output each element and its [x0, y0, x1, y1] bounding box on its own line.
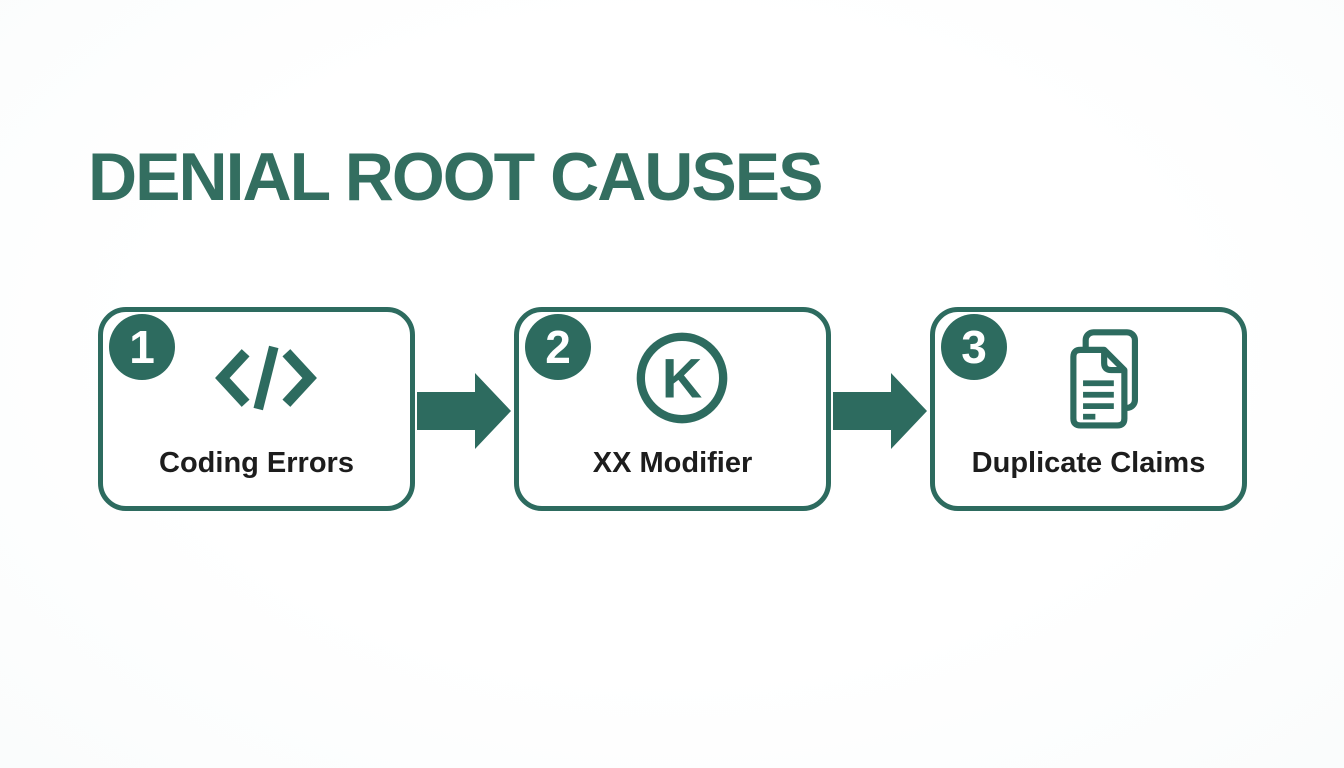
step-number: 1: [129, 321, 155, 373]
step-3-number-badge: 3: [941, 314, 1007, 380]
step-label: Coding Errors: [159, 447, 354, 479]
k-letter: K: [661, 347, 701, 410]
step-label: Duplicate Claims: [971, 447, 1206, 479]
step-2-number-badge: 2: [525, 314, 591, 380]
step-number: 3: [961, 321, 987, 373]
arrow-right-icon: [831, 372, 930, 450]
k-in-circle-icon: K: [528, 326, 835, 430]
code-brackets-icon: [112, 326, 419, 430]
step-box-xx-modifier: 2 K XX Modifier: [514, 307, 831, 511]
page-title: DENIAL ROOT CAUSES: [88, 139, 823, 215]
step-label: XX Modifier: [592, 447, 753, 479]
step-box-coding-errors: 1 Coding Errors: [98, 307, 415, 511]
step-box-duplicate-claims: 3 Duplicate Claims: [930, 307, 1247, 511]
flow-diagram: 1 Coding Errors 2: [98, 307, 1247, 511]
step-number: 2: [545, 321, 571, 373]
duplicate-documents-icon: [944, 326, 1251, 430]
arrow-right-icon: [415, 372, 514, 450]
step-1-number-badge: 1: [109, 314, 175, 380]
